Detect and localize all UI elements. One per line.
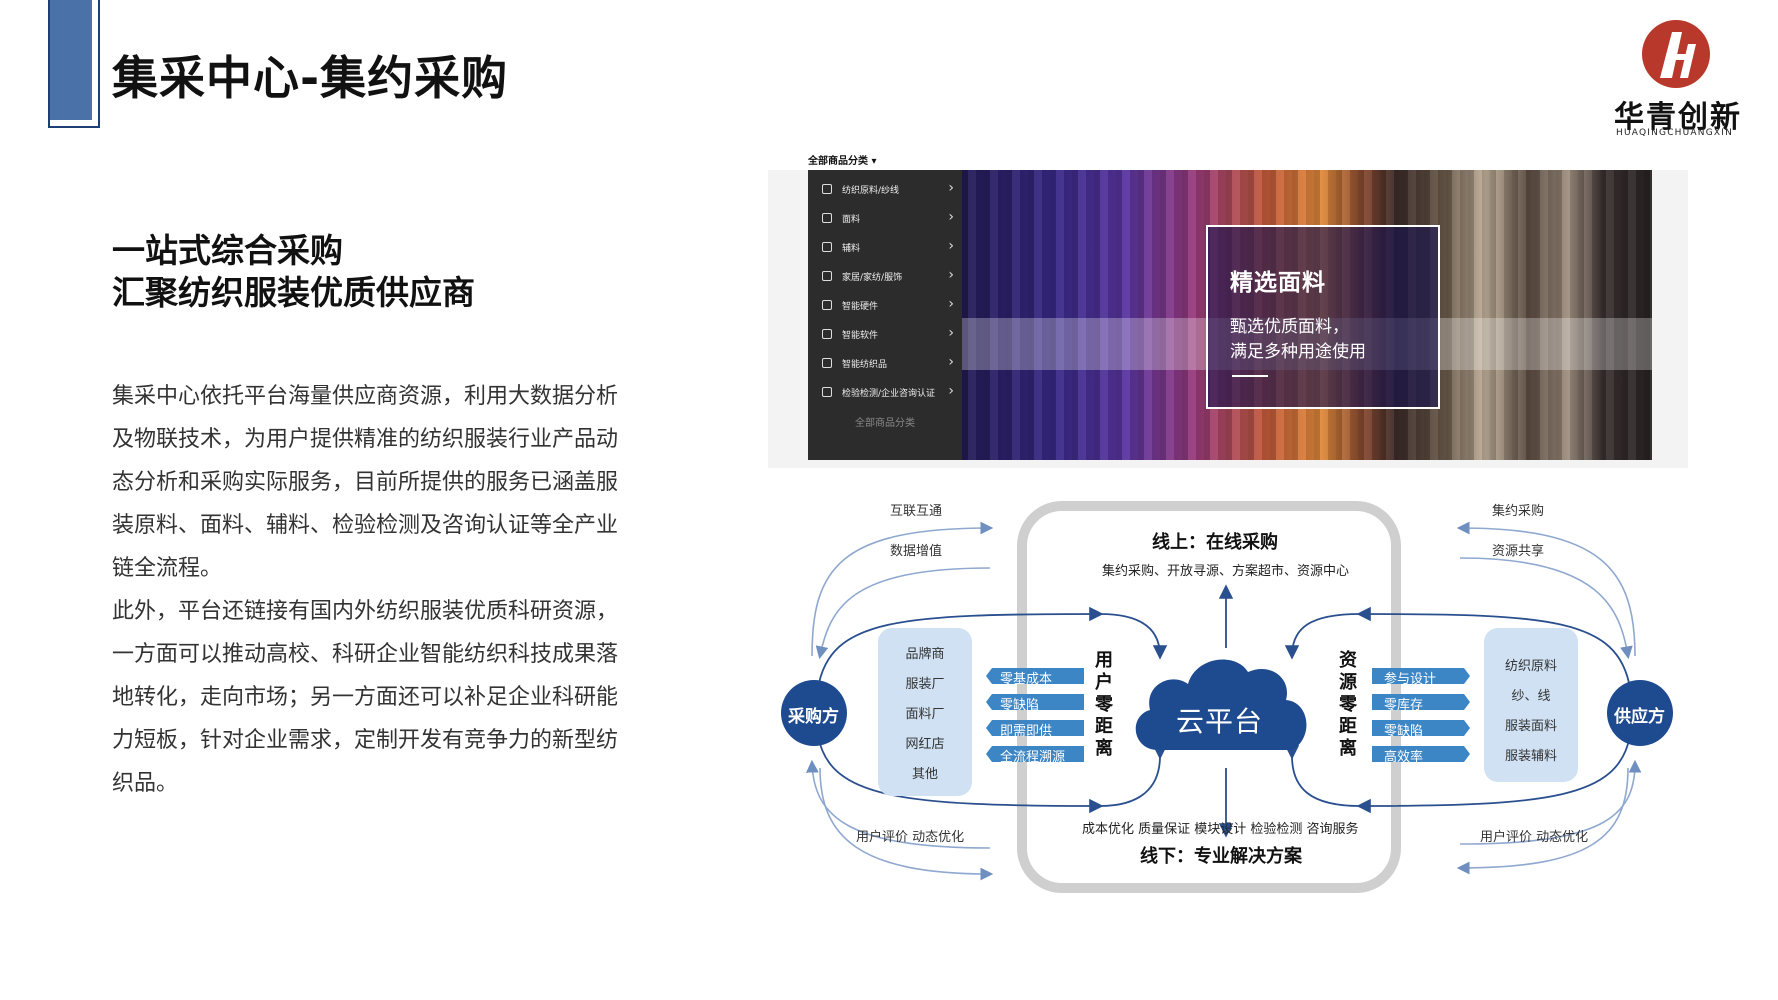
category-icon [822,184,832,194]
user-side-tag: 全流程溯源 [1000,750,1066,765]
category-icon [822,242,832,252]
chevron-right-icon: › [948,354,954,370]
online-subtitle: 集约采购、开放寻源、方案超市、资源中心 [1102,564,1350,579]
mockup-menu-item: 智能软件 › [808,321,962,349]
cloud-platform-label: 云平台 [1176,705,1264,738]
subheading: 一站式综合采购 汇聚纺织服装优质供应商 [112,230,475,314]
banner-caption-box: 精选面料 甄选优质面料， 满足多种用途使用 [1206,225,1440,409]
buyer-type: 网红店 [905,737,945,752]
top-left-label-2: 数据增值 [890,544,943,559]
category-icon [822,300,832,310]
supplier-type: 纱、线 [1511,689,1551,704]
mockup-menu-label: 智能硬件 [842,302,879,312]
top-left-label-1: 互联互通 [890,504,943,519]
buyer-type: 服装厂 [905,677,945,692]
category-icon [822,358,832,368]
chevron-down-icon: ▾ [871,156,877,167]
banner-subtitle-line: 满足多种用途使用 [1230,342,1366,362]
website-screenshot: 全部商品分类 ▾ 纺织原料/纱线 › 面料 › 辅料 › 家居/家纺/服饰 › 智能硬件… [768,148,1688,468]
mockup-menu-label: 面料 [842,215,861,225]
bottom-left-label: 用户评价 动态优化 [856,830,965,845]
subheading-line-2: 汇聚纺织服装优质供应商 [112,273,475,312]
mockup-menu-label: 纺织原料/纱线 [842,186,900,196]
chevron-right-icon: › [948,325,954,341]
cloud-shape [1135,659,1307,750]
supplier-types-box [1484,628,1578,782]
banner-subtitle-line: 甄选优质面料， [1230,317,1349,337]
category-icon [822,213,832,223]
buyer-type: 面料厂 [905,707,945,722]
diagram-graphics [781,501,1673,893]
buyer-type: 其他 [911,767,938,782]
mockup-category-label: 全部商品分类 ▾ [808,152,877,167]
mockup-menu-item: 面料 › [808,205,962,233]
logo-name-cn: 华青创新 [1614,100,1742,135]
banner-subtitle: 甄选优质面料， 满足多种用途使用 [1230,315,1366,365]
buyer-circle [781,680,847,746]
buyer-types-box [878,628,972,796]
chevron-right-icon: › [948,180,954,196]
chevron-right-icon: › [948,296,954,312]
supplier-type: 服装辅料 [1504,749,1557,764]
mockup-menu-item: 智能硬件 › [808,292,962,320]
top-right-label-2: 资源共享 [1492,544,1545,559]
mockup-menu-item: 家居/家纺/服饰 › [808,263,962,291]
logo-mark-icon [1642,20,1710,88]
supplier-label: 供应方 [1614,707,1665,727]
category-icon [822,271,832,281]
supplier-type: 纺织原料 [1504,659,1557,674]
user-side-tag: 即需即供 [1000,724,1053,739]
chevron-right-icon: › [948,267,954,283]
company-logo: 华青创新 HUAQINGCHUANGXIN [1602,18,1752,138]
resource-side-tag: 高效率 [1384,750,1424,765]
buyer-type: 品牌商 [905,647,945,662]
banner-underline [1232,375,1268,377]
carousel-indicators [1410,448,1520,451]
procurement-flow-diagram: 互联互通 数据增值 集约采购 资源共享 用户评价 动态优化 用户评价 动态优化 … [740,488,1710,918]
resource-side-tag: 参与设计 [1384,672,1437,687]
mockup-menu-footer: 全部商品分类 [855,418,915,429]
bottom-right-label: 用户评价 动态优化 [1480,830,1589,845]
resource-side-tag: 零库存 [1384,698,1424,713]
resource-side-tag: 零缺陷 [1384,724,1424,739]
mockup-menu-item: 智能纺织品 › [808,350,962,378]
mockup-topbar: 全部商品分类 ▾ [768,148,1688,170]
buyer-label: 采购方 [788,707,839,727]
banner-title: 精选面料 [1230,270,1326,296]
mockup-menu-item: 检验检测/企业咨询认证 › [808,379,962,407]
corner-accent-bar [50,0,92,120]
mockup-menu-label: 家居/家纺/服饰 [842,273,903,283]
user-side-tag: 零缺陷 [1000,698,1040,713]
category-icon [822,387,832,397]
mockup-menu-item: 纺织原料/纱线 › [808,176,962,204]
offline-title: 线下：专业解决方案 [1140,846,1302,867]
mockup-category-menu: 纺织原料/纱线 › 面料 › 辅料 › 家居/家纺/服饰 › 智能硬件 › 智能软件 › 智… [808,170,962,460]
paragraph-1: 集采中心依托平台海量供应商资源，利用大数据分析及物联技术，为用户提供精准的纺织服… [112,384,619,581]
body-text: 集采中心依托平台海量供应商资源，利用大数据分析及物联技术，为用户提供精准的纺织服… [112,375,632,805]
page-title: 集采中心-集约采购 [112,51,509,105]
paragraph-2: 此外，平台还链接有国内外纺织服装优质科研资源，一方面可以推动高校、科研企业智能纺… [112,599,619,796]
logo-name-en: HUAQINGCHUANGXIN [1616,128,1734,138]
subheading-line-1: 一站式综合采购 [112,231,343,270]
mockup-category-text: 全部商品分类 [808,156,868,167]
offline-subtitle: 成本优化 质量保证 模块设计 检验检测 咨询服务 [1082,822,1359,837]
user-side-label: 用户零距离 [1095,650,1113,759]
chevron-right-icon: › [948,209,954,225]
category-icon [822,329,832,339]
mockup-banner: 精选面料 甄选优质面料， 满足多种用途使用 [962,170,1652,460]
supplier-circle [1607,680,1673,746]
mockup-menu-label: 智能软件 [842,331,879,341]
online-title: 线上：在线采购 [1152,532,1278,553]
mockup-menu-label: 辅料 [842,244,861,254]
mockup-menu-label: 智能纺织品 [842,360,888,370]
supplier-type: 服装面料 [1504,719,1557,734]
chevron-right-icon: › [948,383,954,399]
chevron-right-icon: › [948,238,954,254]
mockup-menu-label: 检验检测/企业咨询认证 [842,389,936,399]
mockup-menu-item: 辅料 › [808,234,962,262]
corner-accent-outline [48,0,100,128]
resource-side-label: 资源零距离 [1339,650,1357,759]
user-side-tag: 零基成本 [1000,672,1053,687]
top-right-label-1: 集约采购 [1492,504,1545,519]
